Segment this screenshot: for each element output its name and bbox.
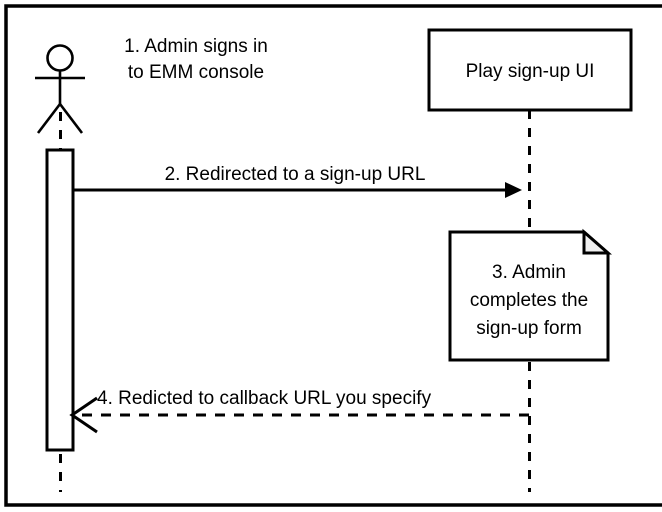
activation-bar-admin[interactable] [45,148,75,452]
message-arrowhead-step2-filled [505,182,522,198]
note-body-shape [448,230,610,362]
stick-figure-head-icon [46,44,74,72]
participant-box-play-signup-ui[interactable] [427,28,633,112]
stick-figure-leg-left-icon [36,103,62,134]
note-label-step3-line3: sign-up form [476,318,582,339]
annotation-step1-line2: to EMM console [128,62,264,83]
message-label-step2: 2. Redirected to a sign-up URL [165,164,426,185]
actor-admin[interactable] [35,44,85,134]
participant-label-play-signup-ui: Play sign-up UI [466,61,595,82]
annotation-step1-line1: 1. Admin signs in [124,36,268,57]
note-step3[interactable] [448,228,612,362]
note-folded-corner-icon [582,228,612,255]
message-label-step4: 4. Redicted to callback URL you specify [97,388,432,409]
message-arrowhead-step4-open [69,396,98,434]
note-label-step3-line1: 3. Admin [492,262,566,283]
stick-figure-leg-right-icon [58,103,84,134]
note-label-step3-line2: completes the [470,290,588,311]
